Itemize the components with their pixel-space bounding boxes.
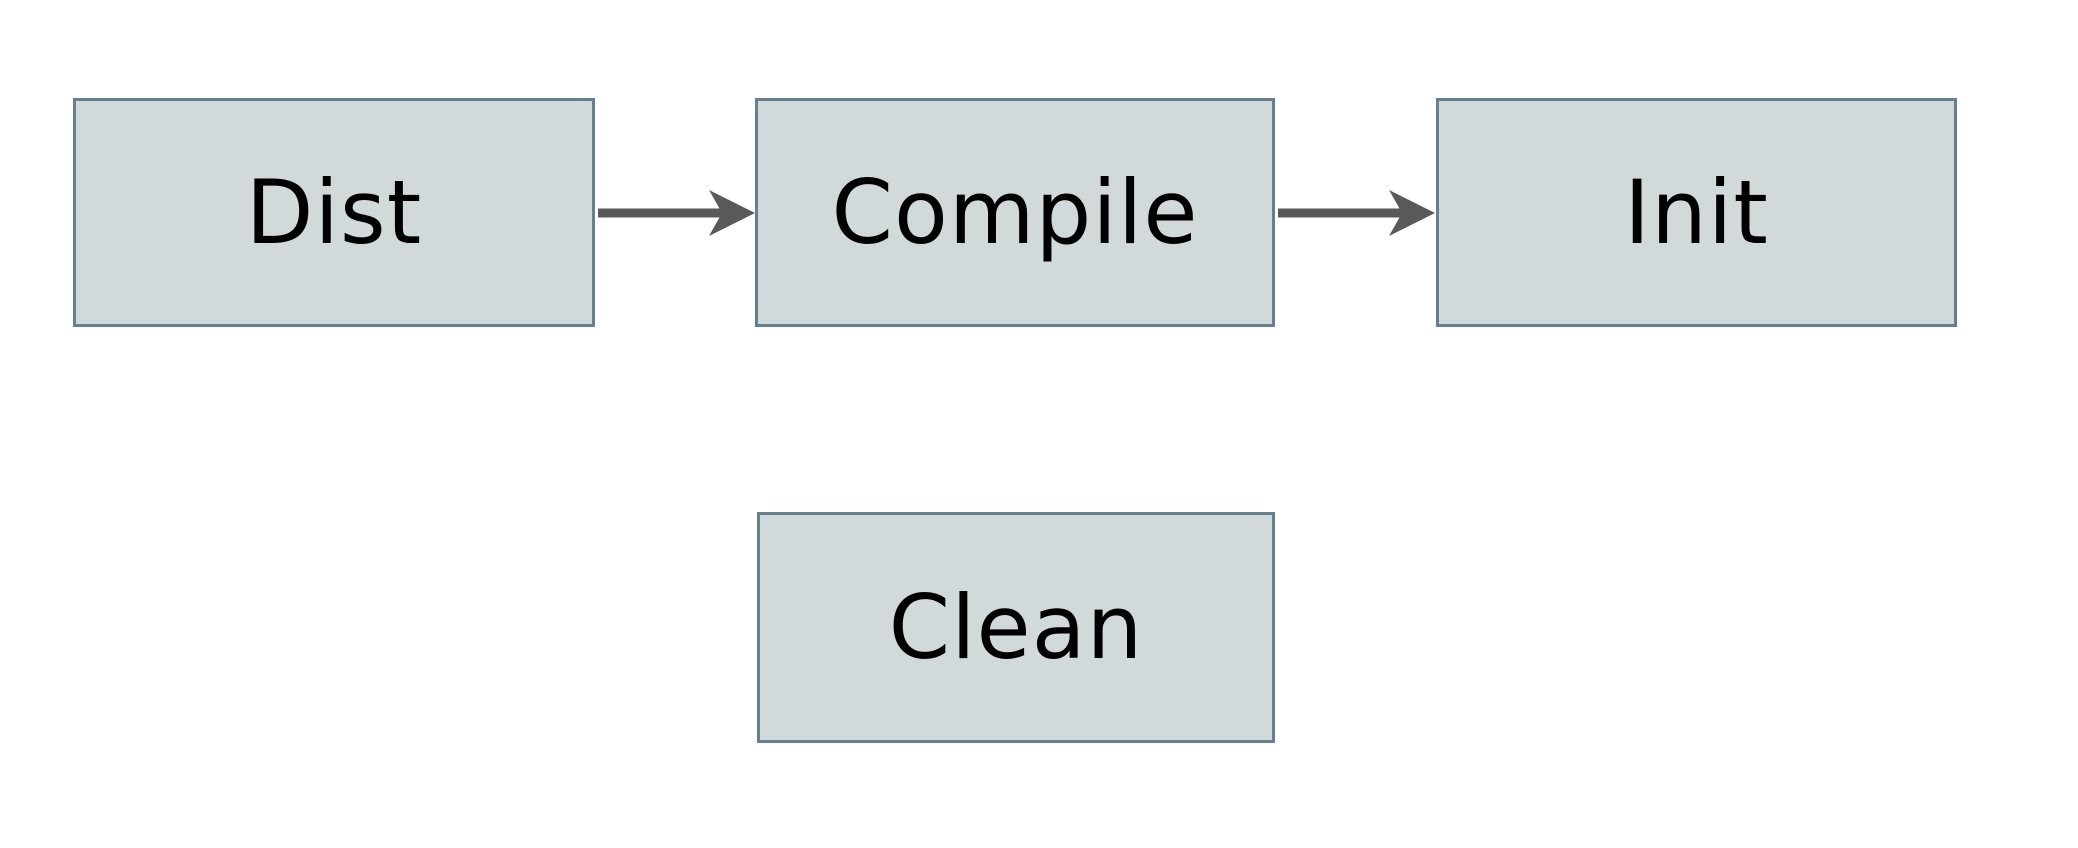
node-clean-label: Clean [888, 575, 1144, 679]
node-compile: Compile [755, 98, 1275, 327]
node-dist: Dist [73, 98, 595, 327]
arrow-dist-to-compile [598, 190, 755, 236]
node-init: Init [1436, 98, 1957, 327]
node-clean: Clean [757, 512, 1275, 743]
node-compile-label: Compile [831, 160, 1199, 264]
node-dist-label: Dist [245, 160, 423, 264]
arrow-compile-to-init [1278, 190, 1435, 236]
node-init-label: Init [1624, 160, 1769, 264]
